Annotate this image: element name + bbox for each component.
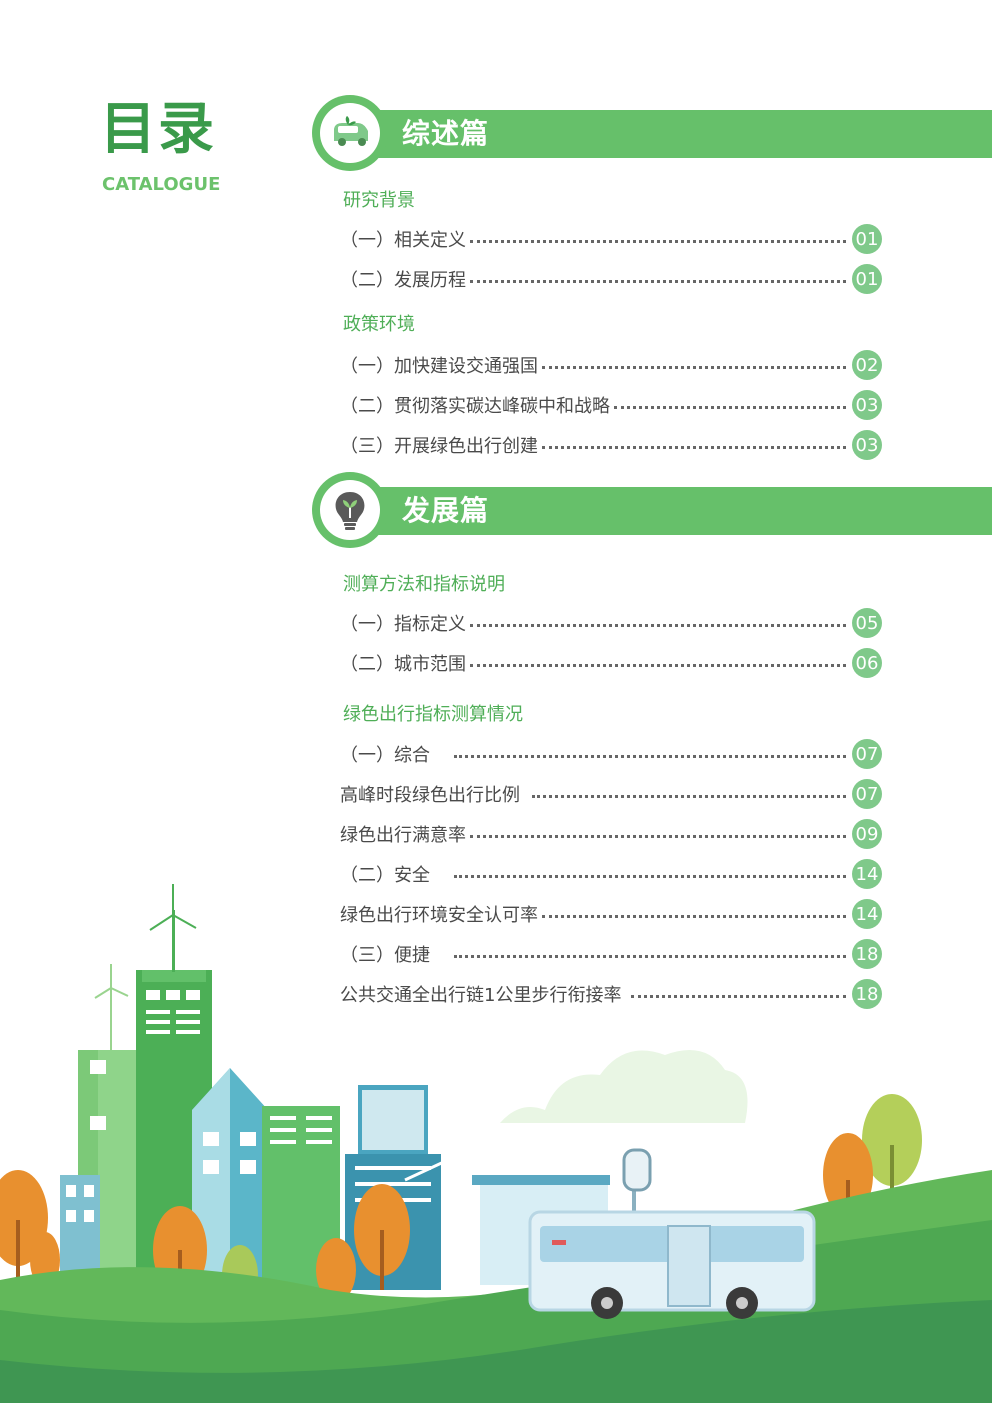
- page-badge: 01: [852, 264, 882, 294]
- dot-leader: [532, 794, 846, 798]
- page-badge: 07: [852, 779, 882, 809]
- toc-label: （一）加快建设交通强国: [340, 356, 538, 377]
- section-title: 综述篇: [402, 117, 490, 150]
- toc-label: （一）综合: [340, 745, 430, 766]
- toc-label: （二）发展历程: [340, 270, 466, 291]
- dot-leader: [470, 623, 846, 627]
- toc-label: 绿色出行满意率: [340, 825, 466, 846]
- toc-row[interactable]: 绿色出行环境安全认可率 14: [340, 899, 882, 929]
- dot-leader: [614, 405, 846, 409]
- toc-row[interactable]: （一）相关定义 01: [340, 224, 882, 254]
- dot-leader: [470, 663, 846, 667]
- dot-leader: [631, 994, 846, 998]
- dot-leader: [542, 445, 846, 449]
- toc-label: （一）相关定义: [340, 230, 466, 251]
- wind-turbine-icon: [94, 964, 129, 1050]
- tree-icon: [862, 1094, 922, 1205]
- wind-turbine-icon: [149, 884, 197, 972]
- toc-label: （二）安全: [340, 865, 430, 886]
- toc-row[interactable]: （二）发展历程 01: [340, 264, 882, 294]
- page-badge: 09: [852, 819, 882, 849]
- dot-leader: [542, 365, 846, 369]
- toc-row[interactable]: （一）综合 07: [340, 739, 882, 769]
- dot-leader: [470, 279, 846, 283]
- toc-label: 高峰时段绿色出行比例: [340, 785, 520, 806]
- section-banner-overview: 综述篇: [312, 95, 992, 171]
- page-badge: 18: [852, 979, 882, 1009]
- page-badge: 14: [852, 859, 882, 889]
- dot-leader: [470, 834, 846, 838]
- page-badge: 03: [852, 390, 882, 420]
- toc-row[interactable]: （三）开展绿色出行创建 03: [340, 430, 882, 460]
- page-badge: 06: [852, 648, 882, 678]
- dot-leader: [542, 914, 846, 918]
- eco-lightbulb-icon: [335, 492, 365, 530]
- cloud-icon: [500, 1050, 748, 1123]
- electric-car-icon: [334, 116, 368, 146]
- toc-label: （一）指标定义: [340, 614, 466, 635]
- toc-row[interactable]: （一）加快建设交通强国 02: [340, 350, 882, 380]
- toc-row[interactable]: （二）安全 14: [340, 859, 882, 889]
- toc-row[interactable]: 绿色出行满意率 09: [340, 819, 882, 849]
- tree-icon: [316, 1238, 356, 1302]
- toc-row[interactable]: （一）指标定义 05: [340, 608, 882, 638]
- toc-label: 绿色出行环境安全认可率: [340, 905, 538, 926]
- green-city-illustration: [0, 884, 992, 1403]
- toc-label: 公共交通全出行链1公里步行衔接率: [340, 985, 622, 1006]
- page-badge: 01: [852, 224, 882, 254]
- dot-leader: [470, 239, 846, 243]
- tree-icon: [354, 1184, 410, 1290]
- page-badge: 07: [852, 739, 882, 769]
- toc-label: （三）开展绿色出行创建: [340, 436, 538, 457]
- group-heading: 绿色出行指标测算情况: [343, 704, 523, 725]
- catalogue-title: 目录: [100, 97, 216, 162]
- page-badge: 02: [852, 350, 882, 380]
- toc-row[interactable]: 高峰时段绿色出行比例 07: [340, 779, 882, 809]
- section-banner-development: 发展篇: [312, 472, 992, 548]
- toc-row[interactable]: （二）城市范围 06: [340, 648, 882, 678]
- dot-leader: [454, 754, 846, 758]
- group-heading: 研究背景: [343, 190, 415, 211]
- toc-row[interactable]: 公共交通全出行链1公里步行衔接率 18: [340, 979, 882, 1009]
- toc-label: （三）便捷: [340, 945, 430, 966]
- toc-row[interactable]: （二）贯彻落实碳达峰碳中和战略 03: [340, 390, 882, 420]
- page-badge: 14: [852, 899, 882, 929]
- group-heading: 政策环境: [343, 314, 415, 335]
- toc-row[interactable]: （三）便捷 18: [340, 939, 882, 969]
- toc-label: （二）贯彻落实碳达峰碳中和战略: [340, 396, 610, 417]
- page-badge: 03: [852, 430, 882, 460]
- section-title: 发展篇: [402, 494, 490, 527]
- catalogue-subtitle: CATALOGUE: [102, 174, 221, 195]
- dot-leader: [454, 874, 846, 878]
- page-badge: 18: [852, 939, 882, 969]
- group-heading: 测算方法和指标说明: [343, 574, 505, 595]
- bus-icon: [528, 1210, 816, 1319]
- page-badge: 05: [852, 608, 882, 638]
- dot-leader: [454, 954, 846, 958]
- toc-label: （二）城市范围: [340, 654, 466, 675]
